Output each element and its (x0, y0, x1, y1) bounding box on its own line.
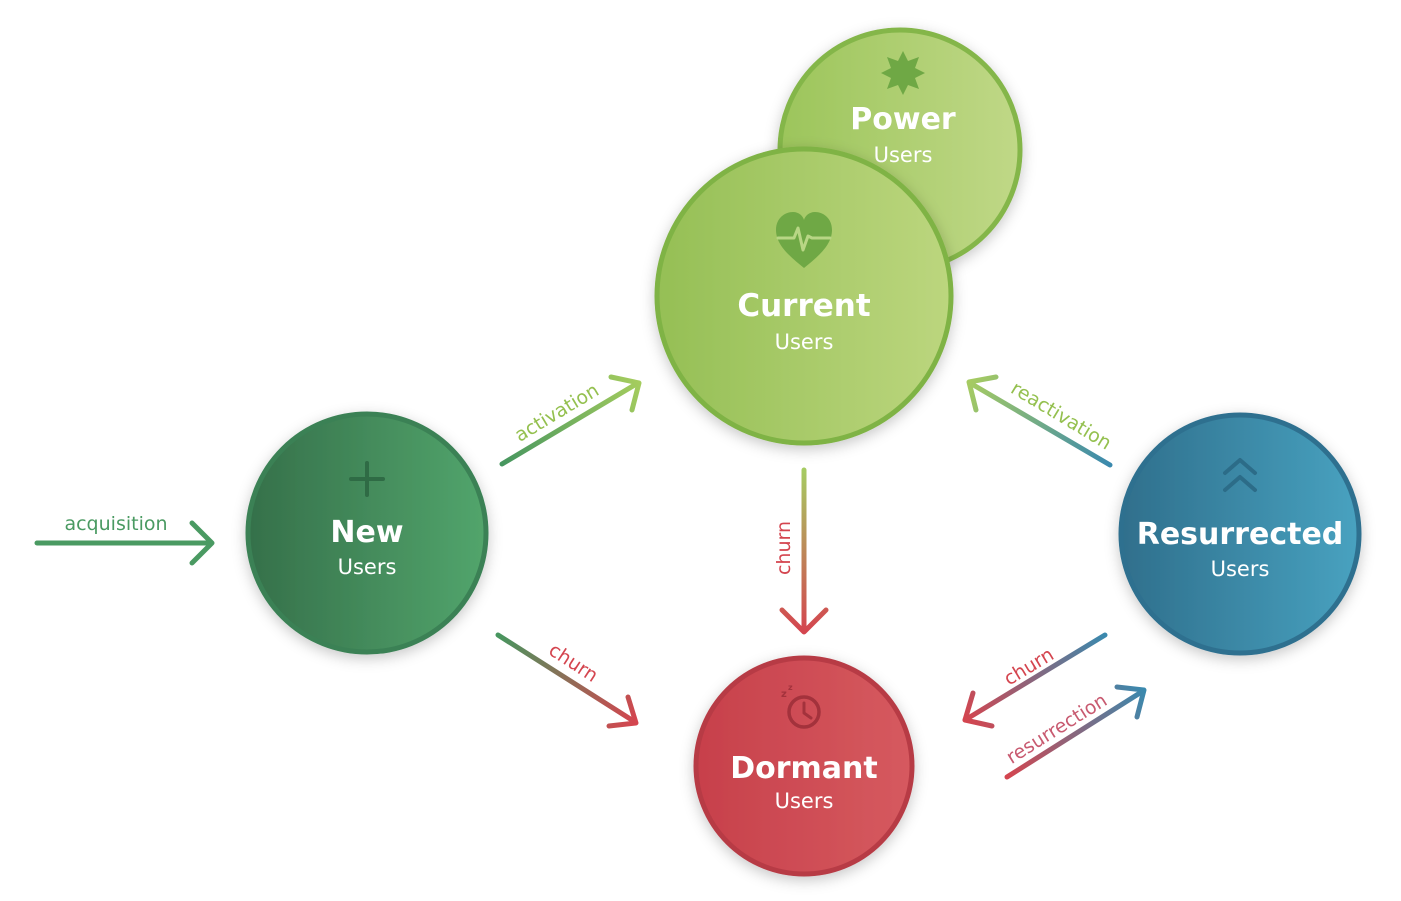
churn-new-label: churn (545, 639, 602, 687)
current-users-title: Current (737, 288, 870, 324)
resurrected-users-subtitle: Users (1211, 557, 1270, 581)
dormant-users-title: Dormant (730, 751, 878, 786)
plus-icon (349, 461, 385, 497)
sleeping-clock-icon: z z (781, 683, 821, 729)
acquisition-label: acquisition (64, 513, 167, 535)
reactivation-arrow (966, 374, 1113, 468)
resurrected-users-node (1118, 412, 1362, 656)
new-users-title: New (330, 515, 403, 550)
power-users-subtitle: Users (874, 143, 933, 167)
activation-arrow (499, 374, 642, 467)
starburst-icon (881, 51, 925, 95)
churn-new-arrow (495, 632, 639, 729)
dormant-users-node (693, 655, 915, 877)
churn-resurrected-arrow (962, 632, 1108, 729)
churn-current-label: churn (773, 521, 795, 575)
power-users-title: Power (850, 102, 956, 137)
new-users-subtitle: Users (338, 555, 397, 579)
new-users-node (245, 411, 489, 655)
resurrected-users-title: Resurrected (1137, 517, 1344, 552)
double-chevron-up-icon (1223, 458, 1257, 492)
acquisition-arrow (34, 520, 215, 566)
resurrection-arrow (1004, 684, 1147, 780)
dormant-users-subtitle: Users (775, 789, 834, 813)
resurrection-label: resurrection (1002, 689, 1111, 768)
churn-current-arrow (779, 467, 829, 635)
svg-text:z: z (781, 689, 787, 700)
heartbeat-icon (776, 212, 832, 268)
current-users-node (654, 146, 954, 446)
svg-text:z: z (788, 683, 793, 692)
current-users-subtitle: Users (775, 330, 834, 354)
